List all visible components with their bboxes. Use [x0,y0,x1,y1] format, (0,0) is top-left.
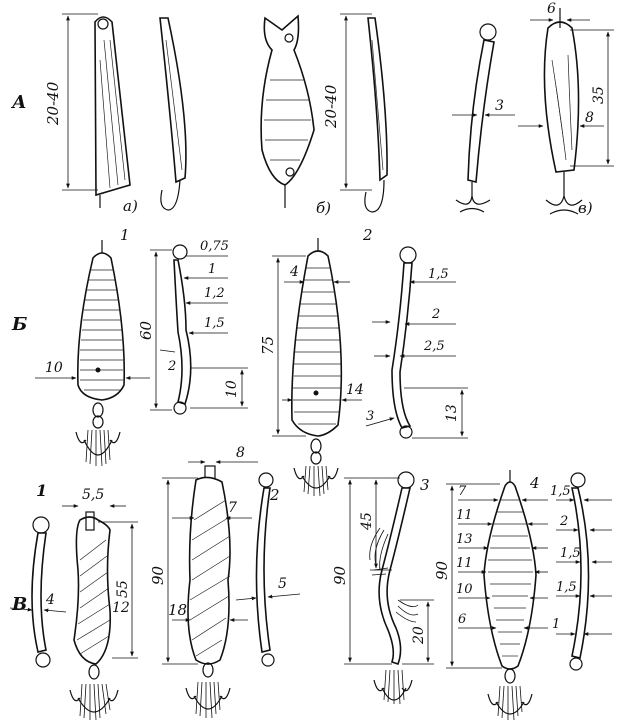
dim-label: 1 [552,617,560,632]
thickness-callouts-b2 [365,280,456,427]
dim-label: 35 [591,86,607,104]
dim-label: 1,5 [556,580,577,595]
item-number: 1 [120,226,130,244]
dim-label: 10 [45,360,63,376]
dim-label: 1,5 [204,316,225,331]
dim-label: 1,5 [560,546,581,561]
dim-label: 20-40 [322,84,340,129]
dim-label: 8 [585,110,594,126]
dim-label: 45 [359,512,375,531]
dim-label: 13 [444,404,460,422]
lure-c3-side [369,471,419,705]
lure-b1-side [172,244,192,415]
dim-label: 90 [149,565,167,585]
lure-c-front [543,8,583,215]
dim-arrow [235,596,257,601]
dim-label: 8 [236,445,245,461]
dim-label: 75 [259,336,277,355]
caption: в) [578,199,593,217]
dim-label: 6 [458,612,466,627]
lure-c1-front [69,511,119,721]
caption: а) [123,197,138,215]
section-label-b: Б [11,314,27,335]
dim-label: 11 [456,556,473,571]
caption: б) [316,199,331,217]
dim-label: 3 [495,98,504,114]
section-label-c: В [11,594,27,615]
dim-label: 1,2 [204,286,225,301]
lure-a-side [159,17,187,211]
lure-c4-side [569,472,590,671]
dim-arrow [267,593,301,599]
dim-label: 90 [433,560,451,580]
dim-label: 20 [411,626,427,645]
lure-c2-side [255,472,275,667]
dim-label: 60 [137,320,155,340]
dim-label: 55 [115,580,131,598]
item-number: 2 [269,486,280,504]
item-number: 1 [36,481,47,500]
dim-label: 10 [456,582,473,597]
lure-c1-side [31,516,51,668]
section-label-a: А [10,92,27,113]
dim-label: 18 [168,601,187,619]
lure-b-fish [260,14,315,208]
dim-label: 3 [366,409,374,424]
dim-label: 0,75 [200,239,229,254]
thickness-callouts-b1 [159,255,228,353]
dim-label: 2 [559,514,568,529]
dim-label: 4 [45,592,55,608]
width-callouts-c4 [458,498,548,630]
lure-b1-front [75,240,126,467]
lure-c-side [455,23,497,213]
dim-label: 1,5 [428,267,449,282]
dim-label: 2,5 [423,339,445,354]
dim-label: 90 [331,565,349,585]
lure-c4-front [483,470,537,721]
dim-label: 14 [346,382,364,398]
item-number: 2 [362,226,373,244]
dim-label: 6 [547,1,556,17]
lure-b2-front [291,238,343,497]
dim-label: 4 [289,264,299,280]
dim-label: 1 [208,262,216,277]
dim-label: 2 [431,307,440,322]
dim-label: 7 [228,500,237,516]
item-number: 3 [420,476,430,494]
dim-label: 20-40 [44,81,62,126]
lure-b2-side [391,246,417,439]
dim-arrow [9,607,33,612]
lure-a-front [94,16,131,208]
dim-label: 13 [456,532,473,547]
dim-label: 1,5 [550,484,571,499]
item-number: 4 [529,474,540,492]
dim-label: 11 [456,508,473,523]
lure-c2-front [185,465,231,719]
dim-label: 5,5 [82,487,104,503]
dim-label: 12 [112,600,130,616]
lure-b-side [364,17,388,213]
dim-label: 5 [278,576,287,592]
dim-label: 2 [167,359,176,374]
thickness-callouts-c4 [556,498,612,636]
dim-arrow [43,608,67,613]
dim-label: 7 [458,484,467,499]
dim-label: 10 [224,380,240,398]
